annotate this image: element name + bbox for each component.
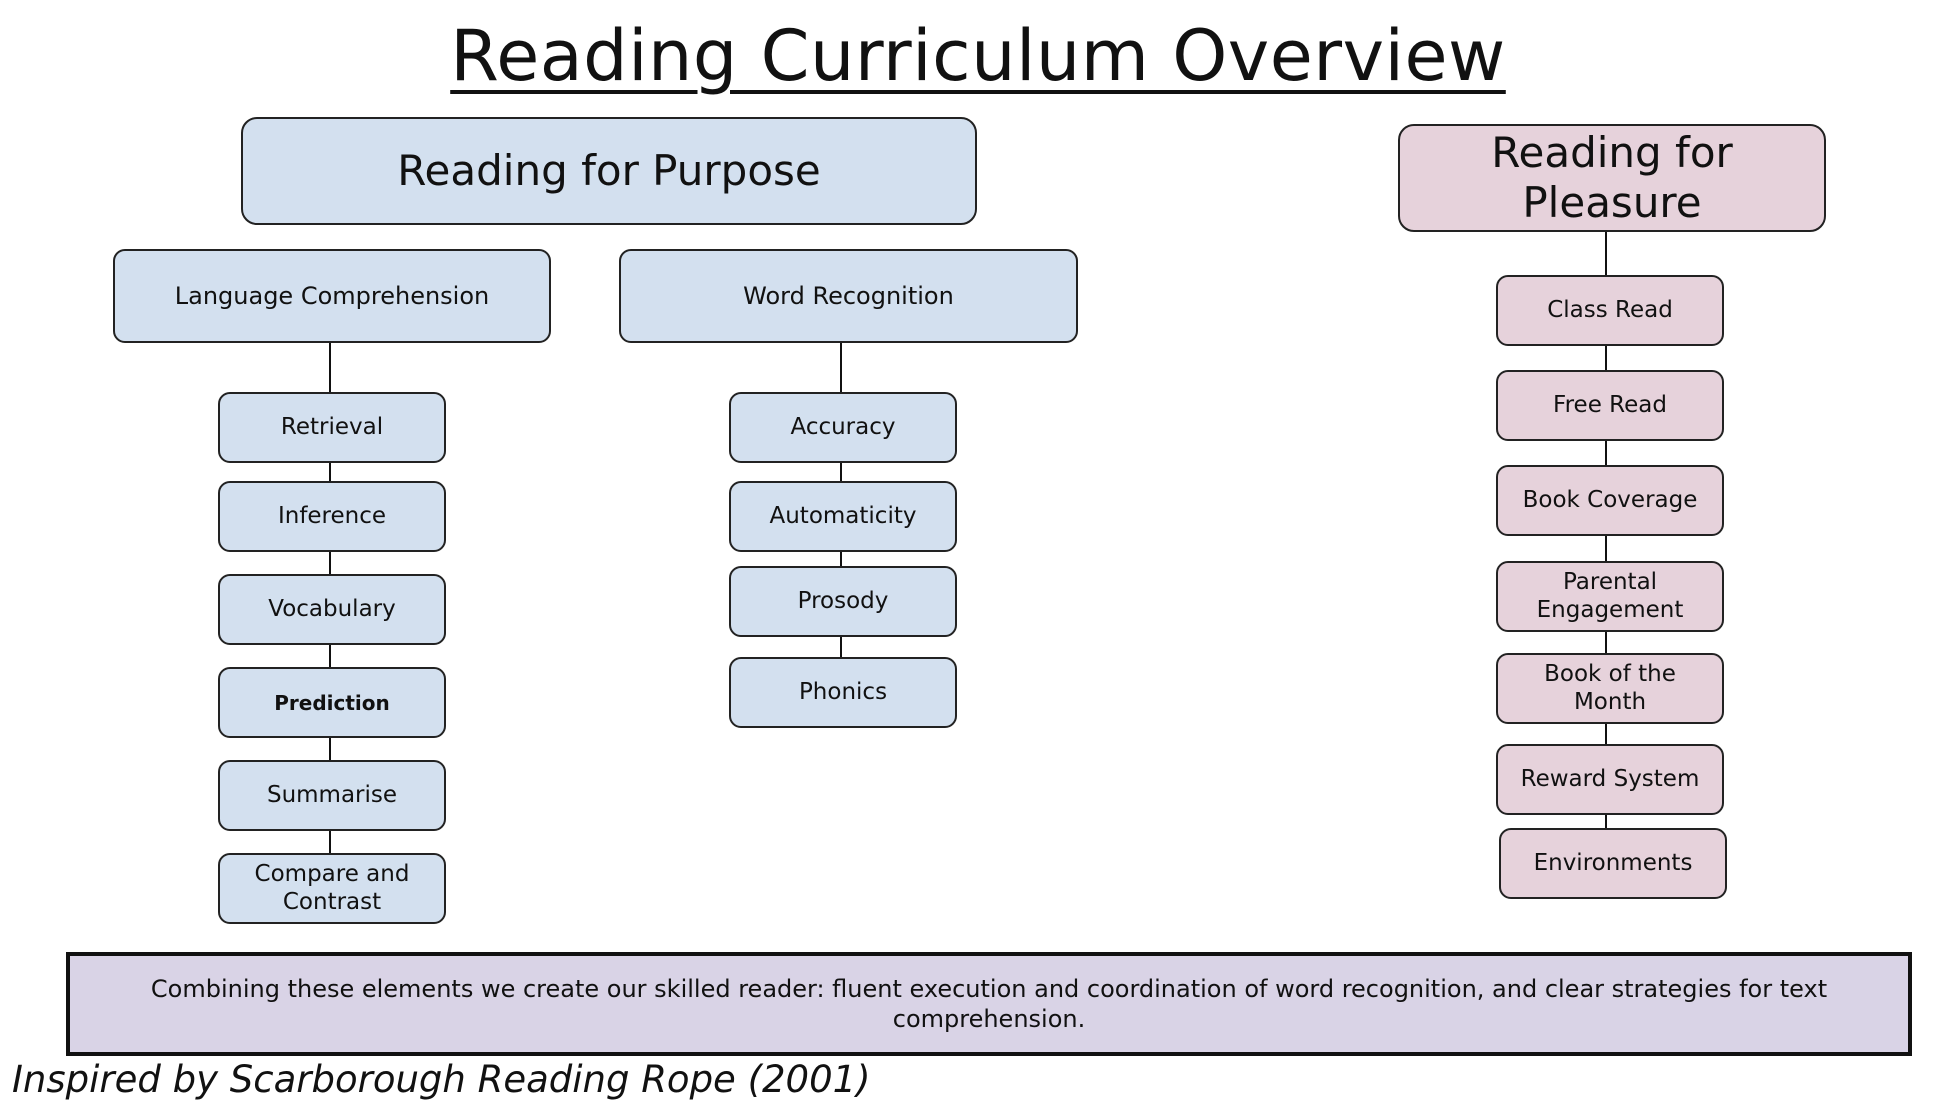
accuracy-box: Accuracy [729,392,957,463]
prosody-box: Prosody [729,566,957,637]
environments-label: Environments [1533,849,1693,876]
word-recognition-box: Word Recognition [619,249,1078,343]
inference-box: Inference [218,481,446,552]
retrieval-box: Retrieval [218,392,446,463]
reading-for-pleasure-label: Reading for Pleasure [1491,127,1733,227]
reward-system-box: Reward System [1496,744,1724,815]
language-comprehension-box: Language Comprehension [113,249,551,343]
page-title: Reading Curriculum Overview [450,15,1506,97]
book-coverage-label: Book Coverage [1522,486,1698,513]
inference-label: Inference [277,502,387,529]
book-coverage-box: Book Coverage [1496,465,1724,536]
free-read-label: Free Read [1553,391,1667,418]
word-recognition-label: Word Recognition [743,281,954,310]
reading-for-purpose-label: Reading for Purpose [397,145,821,195]
prediction-label: Prediction [274,690,390,715]
prediction-box: Prediction [218,667,446,738]
language-comprehension-label: Language Comprehension [174,281,490,310]
attribution-footer: Inspired by Scarborough Reading Rope (20… [12,1058,871,1101]
vocabulary-label: Vocabulary [268,595,396,622]
class-read-box: Class Read [1496,275,1724,346]
summary-box: Combining these elements we create our s… [66,952,1912,1056]
phonics-label: Phonics [798,678,888,705]
retrieval-label: Retrieval [280,413,384,440]
book-of-the-month-box: Book of the Month [1496,653,1724,724]
book-of-the-month-label: Book of the Month [1544,660,1676,715]
accuracy-label: Accuracy [790,413,896,440]
automaticity-label: Automaticity [769,502,917,529]
automaticity-box: Automaticity [729,481,957,552]
summary-text: Combining these elements we create our s… [150,975,1828,1033]
reward-system-label: Reward System [1520,765,1700,792]
prosody-label: Prosody [797,587,889,614]
reading-for-pleasure-box: Reading for Pleasure [1398,124,1826,232]
free-read-box: Free Read [1496,370,1724,441]
phonics-box: Phonics [729,657,957,728]
compare-and-contrast-box: Compare and Contrast [218,853,446,924]
vocabulary-box: Vocabulary [218,574,446,645]
summarise-box: Summarise [218,760,446,831]
parental-engagement-label: Parental Engagement [1536,568,1684,623]
class-read-label: Class Read [1547,296,1673,323]
summarise-label: Summarise [266,781,398,808]
environments-box: Environments [1499,828,1727,899]
compare-and-contrast-label: Compare and Contrast [254,860,410,915]
parental-engagement-box: Parental Engagement [1496,561,1724,632]
reading-for-purpose-box: Reading for Purpose [241,117,977,225]
